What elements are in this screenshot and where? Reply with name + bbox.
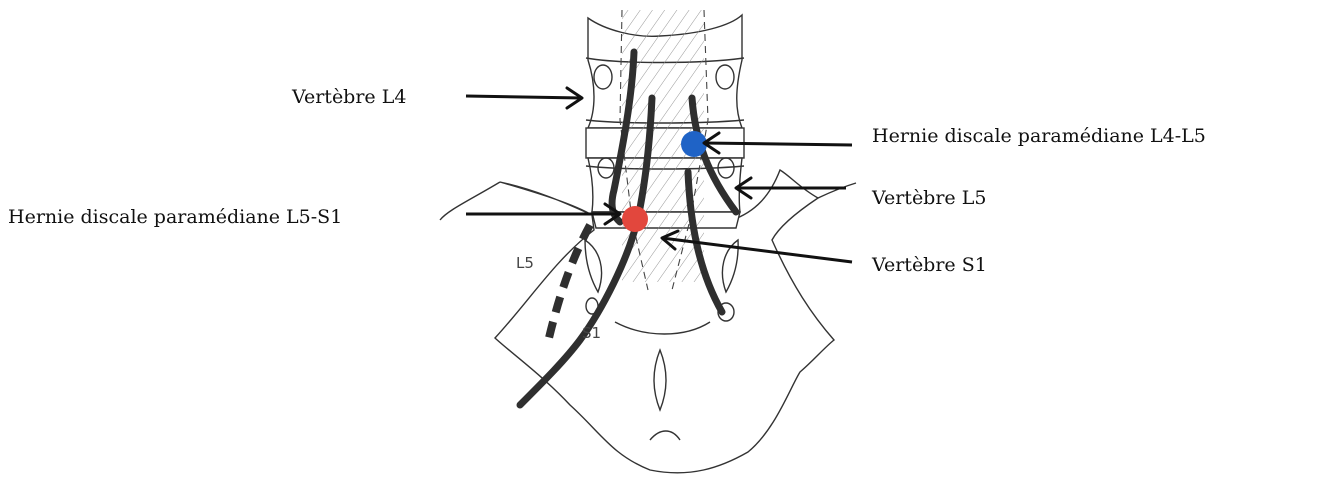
- spine-anatomy: [440, 10, 856, 473]
- hernia-l5-s1-marker: [622, 206, 648, 232]
- label-hernia-l5-s1: Hernie discale paramédiane L5-S1: [8, 206, 342, 228]
- label-vertebra-l5: Vertèbre L5: [871, 187, 986, 209]
- root-label-l5: L5: [516, 254, 534, 272]
- arrow-hernia-l4-l5: [704, 143, 852, 145]
- label-vertebra-s1: Vertèbre S1: [871, 254, 987, 276]
- label-hernia-l4-l5: Hernie discale paramédiane L4-L5: [872, 125, 1206, 147]
- root-label-s1: S1: [582, 324, 601, 342]
- right-iliac-line: [818, 183, 856, 198]
- label-vertebra-l4: Vertèbre L4: [291, 86, 406, 108]
- arrow-vertebra-l4: [466, 96, 582, 98]
